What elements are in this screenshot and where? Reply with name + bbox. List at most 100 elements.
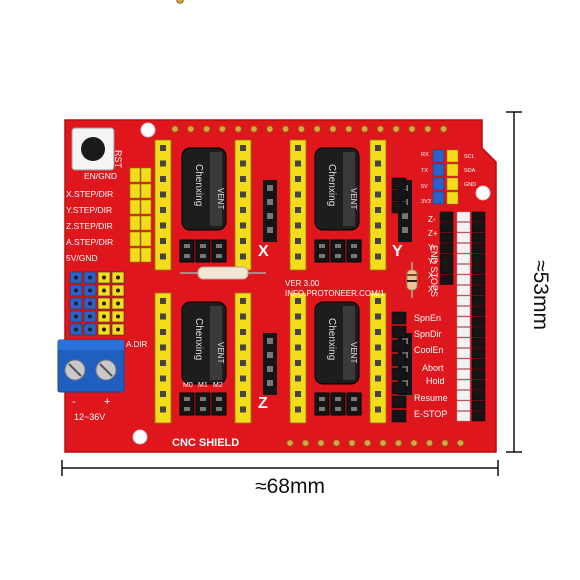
board-title: CNC SHIELD [172,437,239,449]
microstep-pin [335,407,341,411]
height-dimension-text: ≈53mm [529,260,552,330]
microstep-jumper [314,392,330,416]
yellow-header-cell [140,183,152,199]
label-z-step-dir: Z.STEP/DIR [66,221,113,231]
endstop-header-cell [439,211,454,222]
reset-button: RST [71,127,123,171]
microstep-pin [184,244,190,248]
control-labels: SpnEn SpnDir CoolEn Abort Hold Resume E-… [414,313,448,419]
end-stops-label: END STOPS [429,245,439,297]
endstop-header-cell [439,253,454,264]
socket-hole [295,160,301,167]
yellow-header-cell [446,149,459,163]
side-header-pin [402,213,408,219]
socket-hole [375,253,381,260]
side-header-pin [267,366,273,372]
socket-hole [295,176,301,182]
microstep-jumper [330,392,346,416]
label-y-step-dir: Y.STEP/DIR [66,205,112,215]
socket-hole [295,344,301,351]
black-header-cell [471,232,486,243]
side-header-pin [267,338,273,344]
pin [297,125,305,133]
blue-header-cell [432,191,445,205]
black-header-cell [471,306,486,317]
black-header-cell [471,274,486,285]
socket-hole [160,160,166,167]
white-header-cell [456,274,471,285]
control-header-cell [391,367,407,381]
socket-hole [295,222,301,229]
yellow-header-cell [140,199,152,215]
black-header-cell [471,211,486,222]
top-pin-row [171,125,448,133]
capacitor-stripe [343,152,355,226]
driver-socket [154,139,277,271]
socket-hole [240,160,246,167]
socket-hole [240,145,246,151]
pin [392,125,400,133]
socket-left [289,292,307,424]
microstep-jumper [179,239,195,263]
black-header-cell [471,253,486,264]
white-header-cell [456,390,471,401]
socket-hole [375,298,381,304]
jumper-pin [102,301,106,306]
label-scl: SCL [464,154,475,160]
yellow-header-cell [129,215,141,231]
socket-hole [375,145,381,151]
endstop-header-cell [439,243,454,254]
microstep-pin [319,244,325,248]
top-right-labels: SCL SDA RX TX 5V 3V3 GND [421,152,476,205]
pcb-board [64,119,497,453]
socket-hole [240,191,246,198]
socket-left [289,139,307,271]
pin [379,439,387,447]
microstep-jumper [195,239,211,263]
microstep-pin [351,407,357,411]
label-spnen: SpnEn [414,313,441,323]
pin [363,439,372,447]
control-header-cell [391,325,407,339]
socket-hole [160,222,166,229]
pin [281,125,290,133]
blue-header-cell [432,163,445,177]
socket-hole [375,344,381,351]
label-hold: Hold [426,376,445,386]
mounting-hole-right [475,185,491,201]
socket-hole [160,253,166,260]
socket-hole [160,207,166,213]
pin [266,125,274,133]
yellow-header-cell [129,167,141,183]
jumper-pin [102,275,106,280]
polarity-minus: - [72,396,76,408]
socket-hole [375,238,381,244]
pin [439,125,448,133]
socket-hole [295,391,301,397]
resistor [406,262,418,298]
jumper-pin [116,288,120,293]
yellow-header-cell [140,231,152,247]
jumper-pin [116,275,120,280]
side-header-pin [267,380,273,386]
white-header-cell [456,211,471,222]
black-header-cell [471,400,486,411]
socket-hole [375,375,381,382]
socket-hole [375,207,381,213]
socket-hole [240,344,246,351]
white-header-cell [456,337,471,348]
side-header-pin [267,352,273,358]
end-stop-label: Z- [428,215,436,224]
microstep-jumper [211,239,227,263]
jumper-pin [102,327,106,332]
socket-hole [160,313,166,320]
socket-hole [160,298,166,304]
jumper-pin [116,314,120,319]
yellow-header-cell [129,247,141,263]
pin [176,0,184,4]
socket-hole [295,191,301,198]
socket-hole [160,344,166,351]
yellow-header-cell [446,191,459,205]
white-header-cell [456,285,471,296]
